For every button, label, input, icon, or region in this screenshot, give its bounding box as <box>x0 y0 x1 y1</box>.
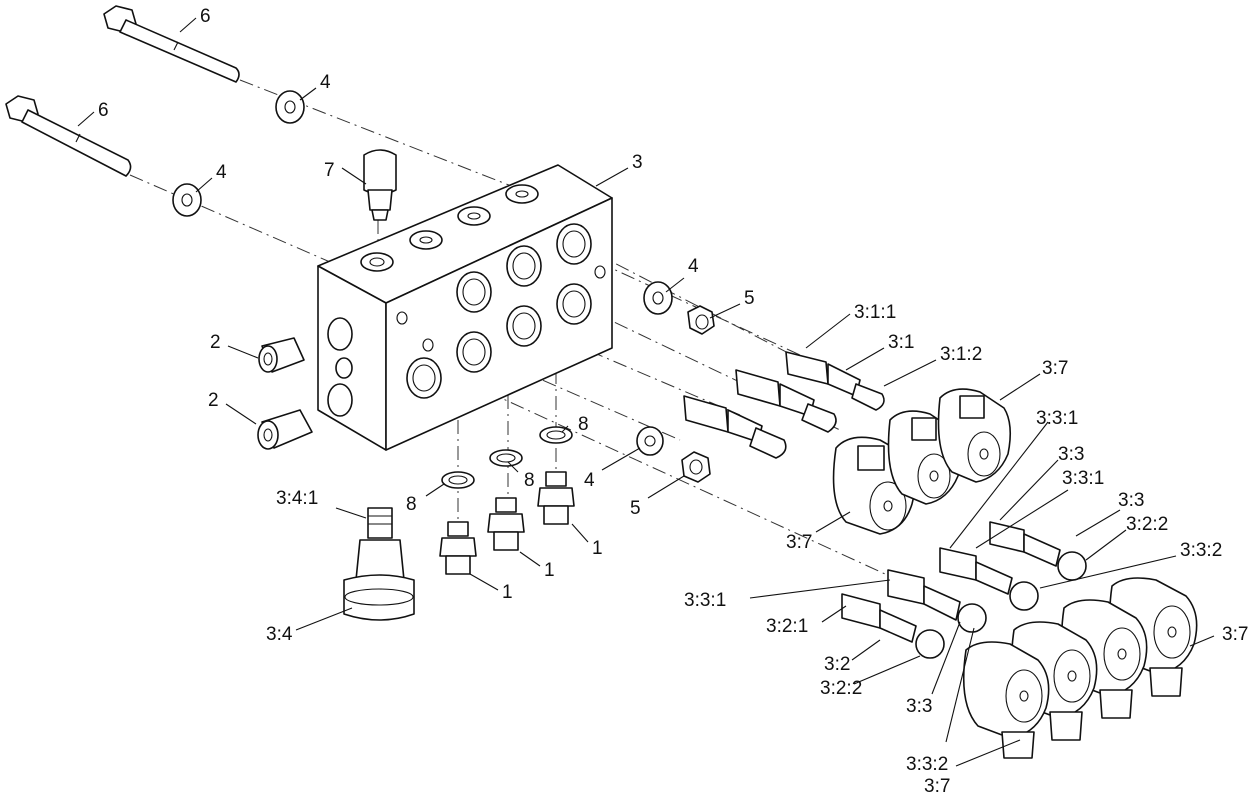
part-labels: 6 6 4 4 7 3 4 5 3:1:1 3:1 3:1:2 3:7 2 2 … <box>98 6 1248 797</box>
label-6-lower: 6 <box>98 100 109 121</box>
adapter-1-c <box>537 471 575 525</box>
label-3-2-2-top: 3:2:2 <box>1126 514 1168 535</box>
leader-lines <box>77 17 1215 767</box>
plug-7 <box>363 149 397 221</box>
label-3-1-2: 3:1:2 <box>940 344 982 365</box>
fitting-2-upper <box>258 337 305 373</box>
label-3-2-2-bottom: 3:2:2 <box>820 678 862 699</box>
label-4-c: 4 <box>688 256 699 277</box>
label-3-2-1: 3:2:1 <box>766 616 808 637</box>
label-3-3-bottom: 3:3 <box>906 696 932 717</box>
label-3-4: 3:4 <box>266 624 293 645</box>
label-3-7-mid: 3:7 <box>786 532 812 553</box>
label-2-lower: 2 <box>208 390 219 411</box>
label-6-upper: 6 <box>200 6 211 27</box>
seal-8-c <box>539 426 573 444</box>
label-4-d: 4 <box>584 470 595 491</box>
cartridge-3-1-a <box>785 351 885 411</box>
label-2-upper: 2 <box>210 332 221 353</box>
label-3-7-right: 3:7 <box>1222 624 1248 645</box>
seal-8-a <box>441 471 475 489</box>
cartridge-3-3-c <box>887 569 987 633</box>
label-3-4-1: 3:4:1 <box>276 488 318 509</box>
adapter-1-b <box>487 497 525 551</box>
label-5-b: 5 <box>630 498 641 519</box>
label-1-a: 1 <box>502 582 513 603</box>
solenoid-coil-3-7-g <box>962 641 1050 759</box>
label-3-1: 3:1 <box>888 332 914 353</box>
label-8-a: 8 <box>406 494 417 515</box>
washer-4-a <box>275 90 305 124</box>
label-3-3-mid: 3:3 <box>1118 490 1144 511</box>
washer-4-c <box>643 281 673 315</box>
label-3-3-2-bottom: 3:3:2 <box>906 754 948 775</box>
label-3-3-top: 3:3 <box>1058 444 1084 465</box>
label-3-3-1-top: 3:3:1 <box>1036 408 1078 429</box>
label-3-7-upper: 3:7 <box>1042 358 1068 379</box>
label-8-b: 8 <box>524 470 535 491</box>
label-3-3-1-mid: 3:3:1 <box>1062 468 1104 489</box>
label-5-a: 5 <box>744 288 755 309</box>
label-4-b: 4 <box>216 162 227 183</box>
label-7: 7 <box>324 160 335 181</box>
nut-5-b <box>681 451 711 483</box>
bolt-6-upper <box>103 5 240 83</box>
cartridge-valve-3-4 <box>343 507 415 621</box>
cartridge-3-3-a <box>989 521 1087 581</box>
label-4-a: 4 <box>320 72 331 93</box>
manifold-block <box>317 164 613 451</box>
label-3-1-1: 3:1:1 <box>854 302 896 323</box>
label-3-2: 3:2 <box>824 654 850 675</box>
cartridge-3-3-b <box>939 547 1039 611</box>
cartridge-3-2 <box>841 593 945 659</box>
solenoid-coil-3-7-c <box>937 388 1012 483</box>
label-3-7-bottom: 3:7 <box>924 776 950 797</box>
label-1-c: 1 <box>592 538 603 559</box>
adapter-1-a <box>439 521 477 575</box>
washer-4-d <box>636 426 664 456</box>
nut-5-a <box>687 305 715 335</box>
washer-4-b <box>172 183 202 217</box>
bolt-6-lower <box>5 95 132 177</box>
cartridge-3-1-b <box>735 369 837 433</box>
seal-8-b <box>489 449 523 467</box>
label-3-3-2-top: 3:3:2 <box>1180 540 1222 561</box>
fitting-2-lower <box>257 409 313 450</box>
label-1-b: 1 <box>544 560 555 581</box>
label-8-c: 8 <box>578 414 589 435</box>
label-3: 3 <box>632 152 643 173</box>
label-3-3-1-left: 3:3:1 <box>684 590 726 611</box>
cartridge-3-1-c <box>683 395 787 459</box>
